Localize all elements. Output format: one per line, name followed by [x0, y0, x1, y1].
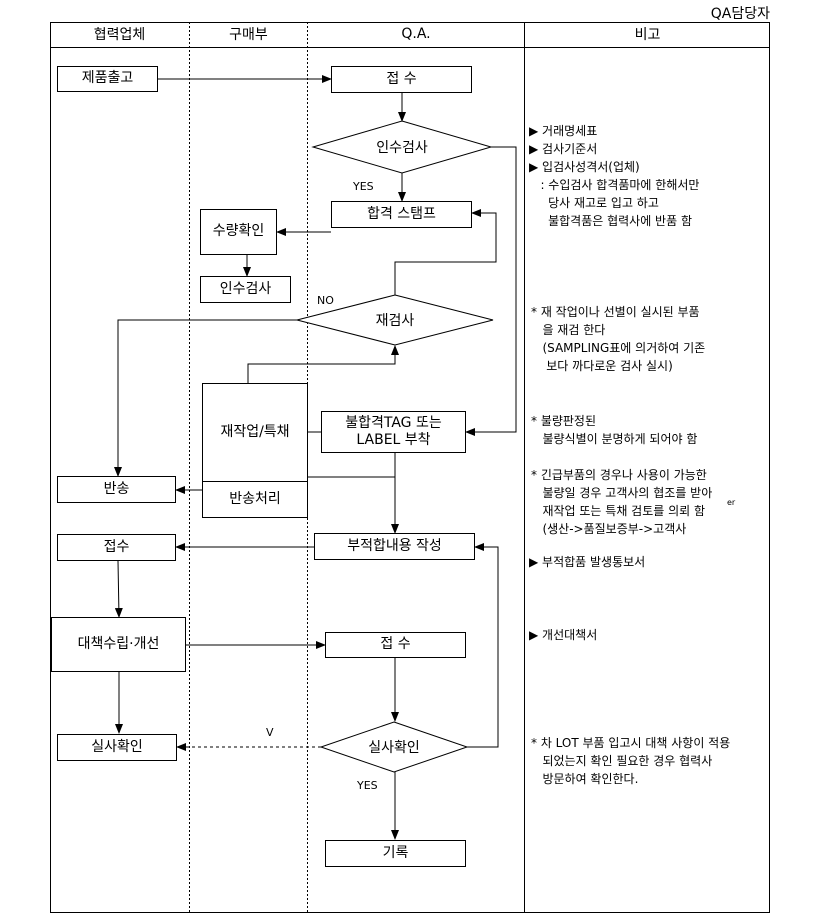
- note-verification: * 차 LOT 부품 입고시 대책 사항이 적용 되었는지 확인 필요한 경우 …: [531, 736, 731, 786]
- countermeasure-box: 대책수립·개선: [51, 617, 186, 672]
- accept-insp-box: 인수검사: [200, 276, 291, 303]
- fail-tag-box: 불합격TAG 또는 LABEL 부착: [321, 411, 466, 453]
- note-documents: ▶ 거래명세표 ▶ 검사기준서 ▶ 입검사성격서(업체) : 수입검사 합격품마…: [529, 124, 700, 228]
- column-header-remarks: 비고: [634, 27, 661, 43]
- reinspect-label: 재검사: [375, 313, 415, 329]
- column-header-purchasing: 구매부: [229, 27, 268, 43]
- receive-box: 접 수: [331, 66, 472, 93]
- record-box: 기록: [325, 840, 466, 867]
- owner-label: QA담당자: [710, 6, 770, 22]
- fail-tag-line2: LABEL 부착: [356, 432, 431, 448]
- column-header-partner: 협력업체: [93, 27, 146, 43]
- yes-label: YES: [353, 180, 374, 193]
- verify-qa-label: 실사확인: [368, 740, 420, 756]
- inspect-label: 인수검사: [376, 140, 428, 156]
- return-box: 반송: [57, 476, 176, 503]
- return-proc-box: 반송처리: [202, 481, 308, 518]
- fail-tag-line1: 불합격TAG 또는: [345, 414, 442, 431]
- v-label: V: [266, 726, 274, 739]
- ship-box: 제품출고: [57, 66, 158, 92]
- note-reinspection: * 재 작업이나 선별이 실시된 부품 을 재검 한다 (SAMPLING표에 …: [531, 305, 706, 373]
- yes-label-2: YES: [357, 779, 378, 792]
- nonconformance-box: 부적합내용 작성: [314, 533, 475, 560]
- rework-label: 재작업/특채: [220, 423, 290, 440]
- rework-box: 재작업/특채: [202, 383, 308, 482]
- note-overlap-text: er: [727, 498, 736, 507]
- column-header-qa: Q.A.: [401, 26, 431, 42]
- note-improvement: ▶ 개선대책서: [529, 628, 598, 642]
- note-nonconforming-tag: * 불량판정된 불량식별이 분명하게 되어야 함: [531, 414, 698, 446]
- pass-stamp-box: 합격 스탬프: [331, 201, 472, 228]
- note-notification: ▶ 부적합품 발생통보서: [529, 555, 646, 569]
- verify-qa-diamond: [319, 721, 469, 773]
- no-label: NO: [317, 294, 334, 307]
- verify-partner-box: 실사확인: [57, 734, 177, 761]
- note-special-acceptance: * 긴급부품의 경우나 사용이 가능한 불량일 경우 고객사의 협조를 받아 재…: [531, 468, 713, 536]
- receipt-box: 접수: [57, 534, 176, 561]
- receive-qa-box: 접 수: [325, 632, 466, 658]
- qty-check-box: 수량확인: [200, 209, 277, 255]
